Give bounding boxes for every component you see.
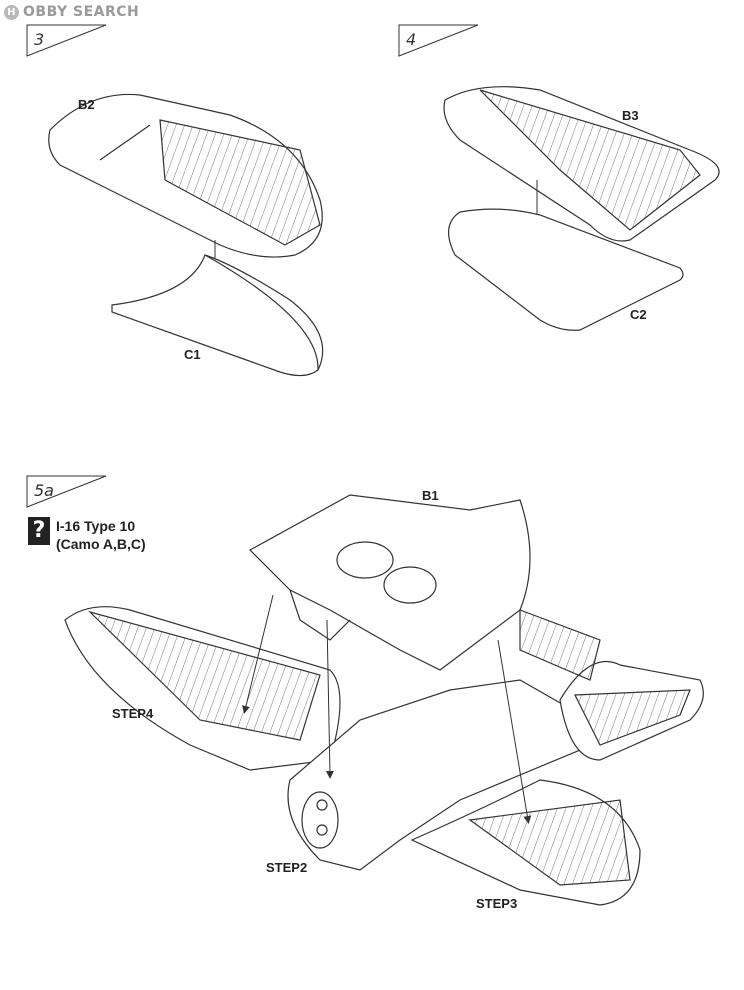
variant-note: ? I-16 Type 10 (Camo A,B,C) [28, 517, 146, 553]
tail [519, 609, 704, 761]
fuselage [287, 679, 591, 871]
variant-model: I-16 Type 10 [56, 518, 136, 534]
step-5a-number: 5a [34, 481, 54, 500]
question-mark-icon: ? [28, 517, 50, 545]
label-step2: STEP2 [266, 860, 308, 875]
watermark-text: OBBY SEARCH [23, 4, 140, 20]
variant-camo: (Camo A,B,C) [56, 536, 146, 552]
label-b2: B2 [78, 97, 95, 112]
arrow-step4 [242, 594, 274, 714]
step-3-number: 3 [34, 30, 45, 49]
step-5a-flag: 5a [26, 475, 108, 509]
part-c1 [111, 254, 324, 377]
step-4-flag: 4 [398, 24, 480, 58]
label-b1: B1 [422, 488, 439, 503]
left-wing-step4 [64, 606, 341, 771]
center-section-b1 [249, 494, 531, 671]
wing-b3 [443, 86, 720, 242]
right-wing-step3 [410, 779, 641, 906]
label-b3: B3 [622, 108, 639, 123]
variant-text: I-16 Type 10 (Camo A,B,C) [56, 517, 146, 553]
step-4-number: 4 [406, 30, 417, 49]
hobby-search-logo-icon: H [4, 4, 19, 20]
label-c2: C2 [630, 307, 647, 322]
wing-b2 [48, 93, 323, 258]
arrow-step3 [497, 639, 532, 824]
step-3-flag: 3 [26, 24, 108, 58]
part-c2 [448, 208, 684, 331]
label-c1: C1 [184, 347, 201, 362]
watermark: H OBBY SEARCH [4, 4, 139, 20]
arrow-step2 [325, 619, 334, 779]
label-step3: STEP3 [476, 896, 518, 911]
label-step4: STEP4 [112, 706, 154, 721]
